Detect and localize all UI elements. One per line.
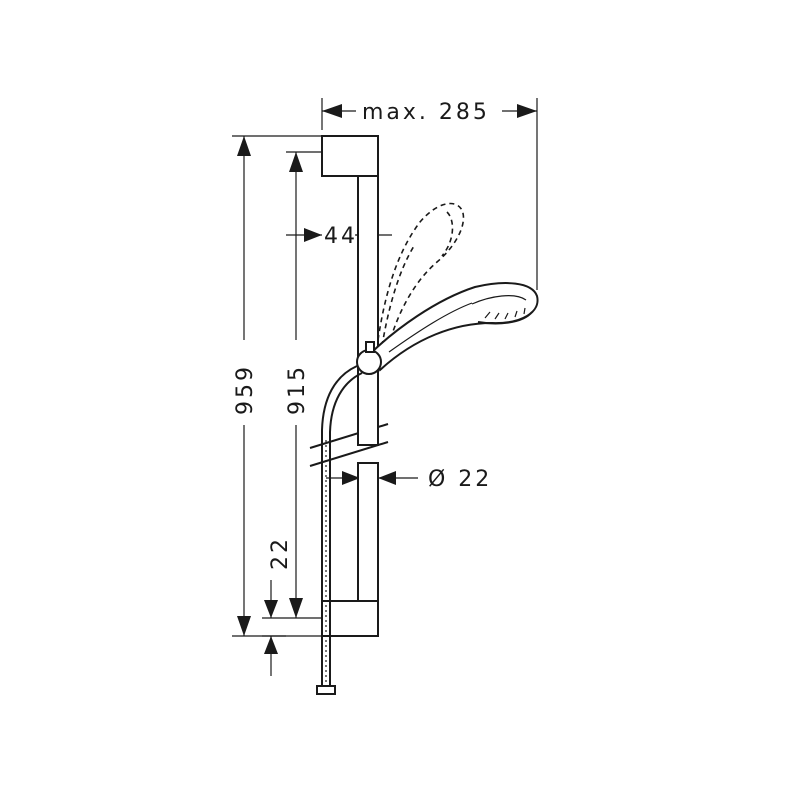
shower-hose: [316, 365, 363, 695]
handshower-alt-position: [377, 202, 465, 349]
bottom-offset-dimension: 22: [262, 536, 293, 676]
rail-length-dimension: 915: [285, 151, 322, 619]
rail-length-label: 915: [285, 364, 310, 415]
bottom-bracket: [321, 600, 379, 637]
max-reach-dimension: max. 285: [321, 98, 538, 290]
slide-rail: [321, 135, 379, 637]
max-reach-label: max. 285: [362, 100, 490, 125]
handshower: [370, 282, 539, 372]
total-height-label: 959: [233, 364, 258, 415]
top-bracket: [321, 135, 379, 177]
rail-diameter-label: Ø 22: [428, 467, 492, 492]
rail-depth-label: 44: [324, 224, 358, 249]
bottom-offset-label: 22: [268, 536, 293, 570]
rail-diameter-dimension: Ø 22: [326, 467, 492, 492]
slider-holder: [356, 341, 382, 375]
